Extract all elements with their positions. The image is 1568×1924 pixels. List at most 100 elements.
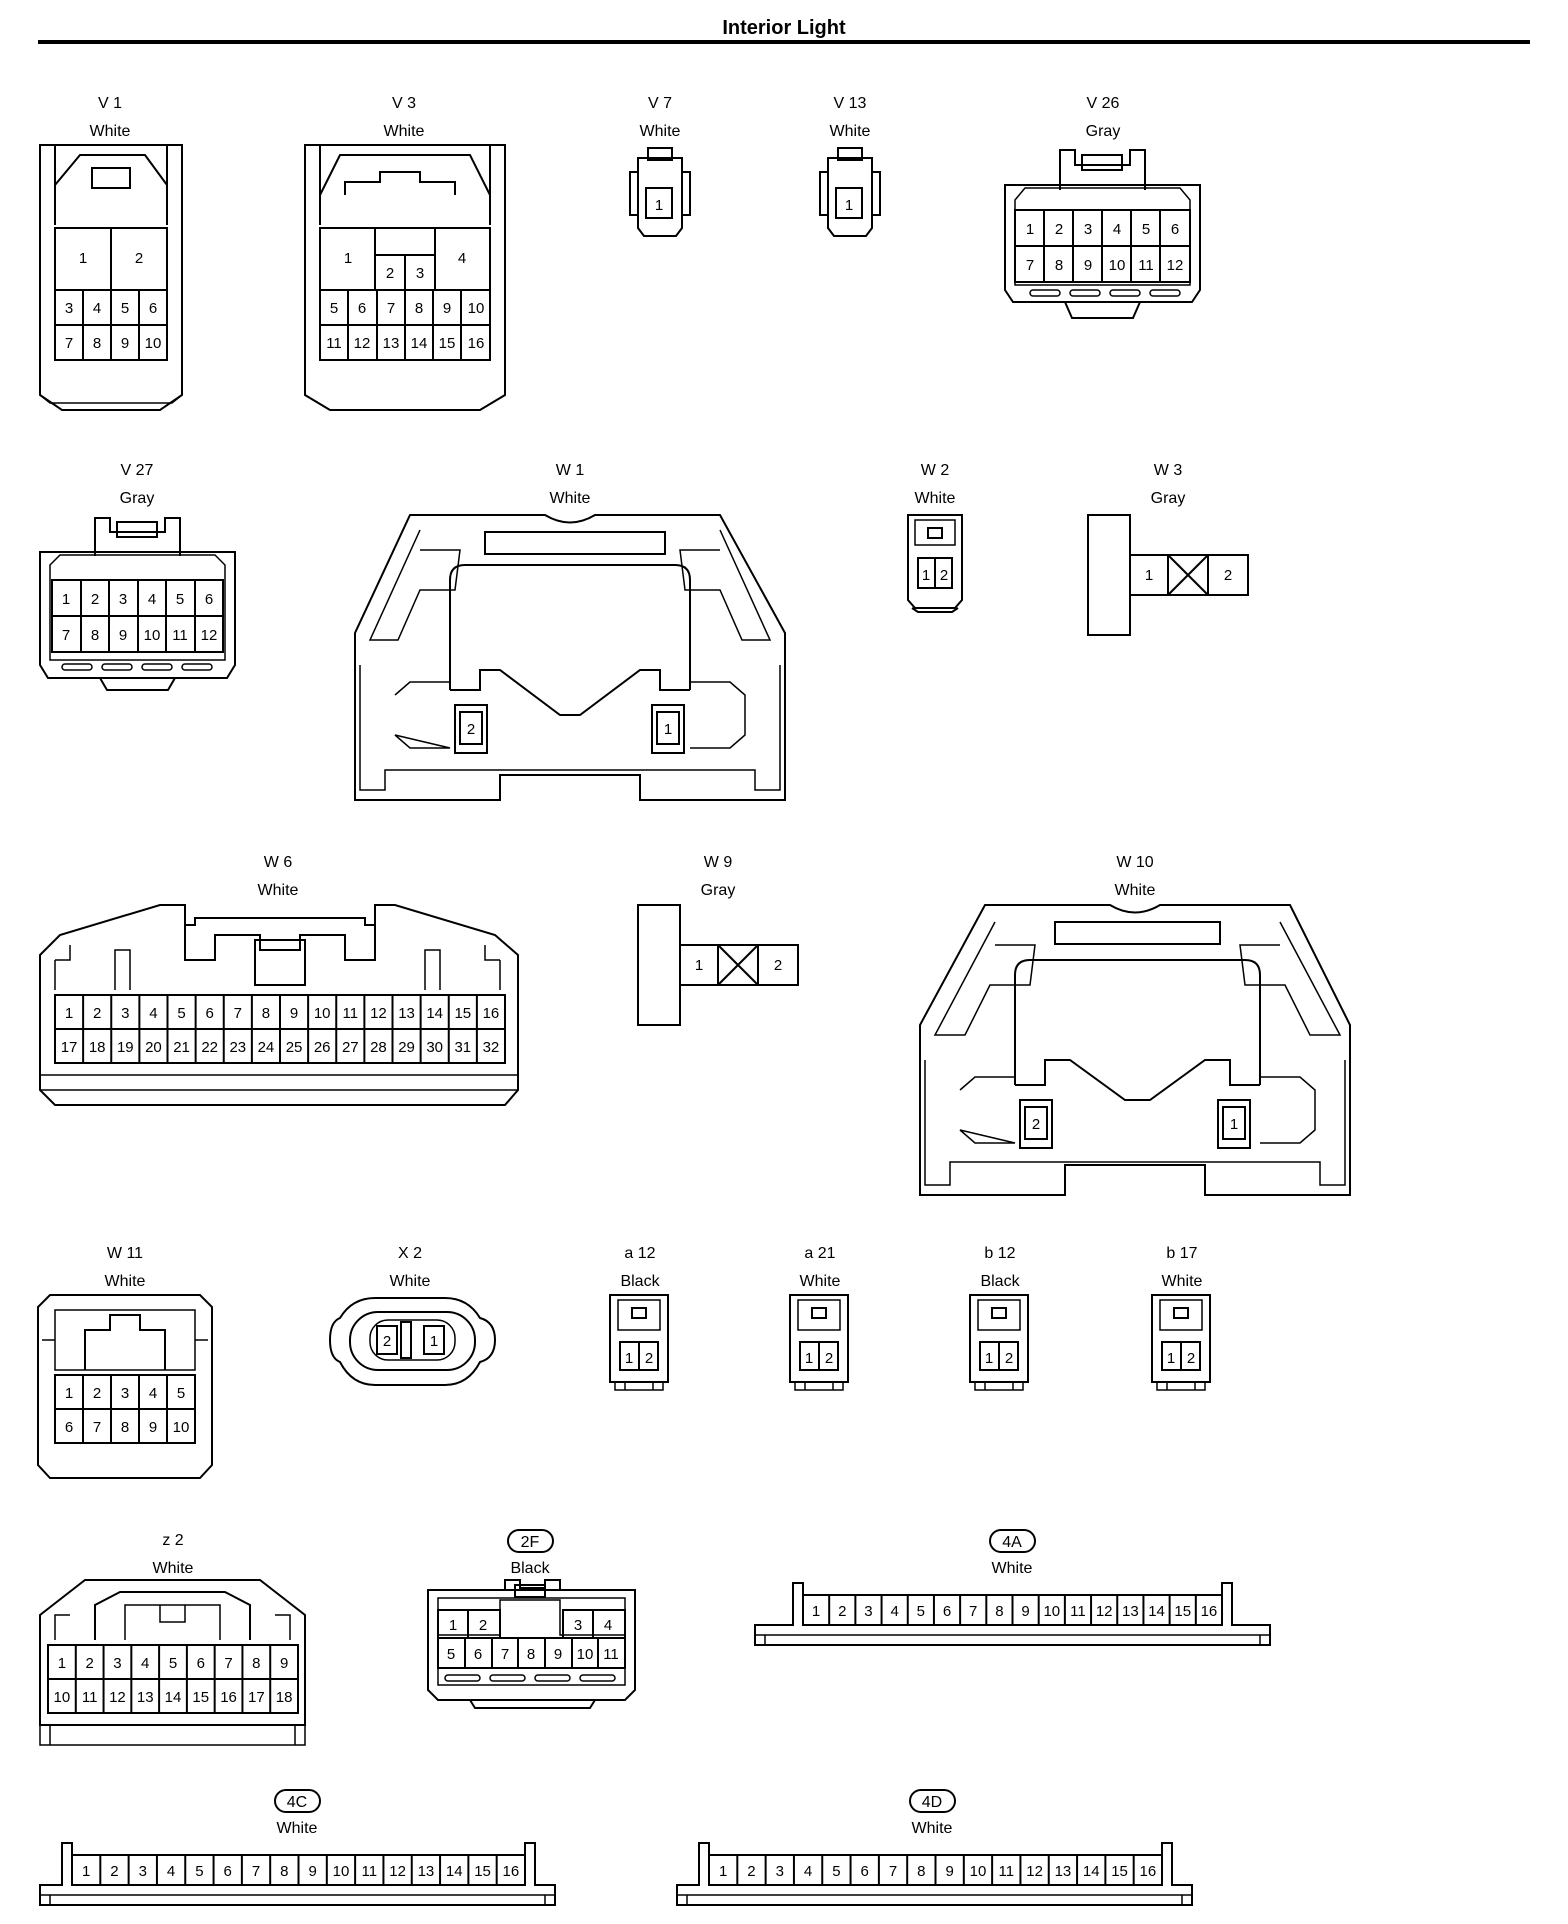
svg-text:2: 2 xyxy=(383,1333,391,1350)
pin-number: 10 xyxy=(1043,1603,1060,1620)
pin-number: 1 xyxy=(58,1655,66,1672)
connector-v1-color: White xyxy=(90,123,131,140)
svg-text:1: 1 xyxy=(1167,1350,1175,1367)
pin-number: 4 xyxy=(141,1655,149,1672)
connector-w9-id: W 9 xyxy=(704,854,733,871)
pin-number: 17 xyxy=(61,1039,78,1056)
pin-number: 16 xyxy=(503,1863,520,1880)
connector-b17-id: b 17 xyxy=(1166,1245,1197,1262)
svg-text:14: 14 xyxy=(411,335,428,352)
pin-number: 29 xyxy=(398,1039,415,1056)
connector-x2-id: X 2 xyxy=(398,1245,422,1262)
svg-text:1: 1 xyxy=(845,197,853,214)
connector-w3-color: Gray xyxy=(1151,490,1186,507)
svg-text:9: 9 xyxy=(443,300,451,317)
pin-number: 2 xyxy=(110,1863,118,1880)
pin-number: 4 xyxy=(804,1863,812,1880)
svg-text:5: 5 xyxy=(121,300,129,317)
pin-number: 18 xyxy=(276,1689,293,1706)
connector-4a-color: White xyxy=(992,1560,1033,1577)
svg-text:4: 4 xyxy=(93,300,101,317)
connector-v13-id: V 13 xyxy=(834,95,867,112)
svg-text:5: 5 xyxy=(176,591,184,608)
svg-text:1: 1 xyxy=(1230,1116,1238,1133)
svg-text:15: 15 xyxy=(439,335,456,352)
pin-number: 6 xyxy=(197,1655,205,1672)
pin-number: 12 xyxy=(1026,1863,1043,1880)
svg-text:7: 7 xyxy=(501,1646,509,1663)
connector-v13: V 13 White 1 xyxy=(819,95,881,237)
svg-text:3: 3 xyxy=(65,300,73,317)
pin-number: 1 xyxy=(719,1863,727,1880)
svg-text:1: 1 xyxy=(664,721,672,738)
pin-number: 12 xyxy=(109,1689,126,1706)
pin-number: 6 xyxy=(861,1863,869,1880)
pin-number: 9 xyxy=(1021,1603,1029,1620)
pin-number: 11 xyxy=(361,1863,377,1880)
connector-v27-id: V 27 xyxy=(121,462,154,479)
pin-number: 17 xyxy=(248,1689,265,1706)
pin-number: 4 xyxy=(890,1603,898,1620)
connector-4c-badge xyxy=(274,1789,321,1813)
pin-number: 14 xyxy=(426,1005,443,1022)
connector-v3-id: V 3 xyxy=(392,95,416,112)
connector-v3-color: White xyxy=(384,123,425,140)
connector-w10-id: W 10 xyxy=(1116,854,1153,871)
pin-number: 28 xyxy=(370,1039,387,1056)
pin-number: 10 xyxy=(333,1863,350,1880)
svg-text:1: 1 xyxy=(1145,567,1153,584)
connector-4c-color: White xyxy=(277,1820,318,1837)
svg-text:2: 2 xyxy=(467,721,475,738)
svg-text:6: 6 xyxy=(205,591,213,608)
svg-text:4: 4 xyxy=(604,1617,612,1634)
connector-w6-id: W 6 xyxy=(264,854,293,871)
connector-w9-color: Gray xyxy=(701,882,736,899)
connector-w10: W 10 White 2 1 xyxy=(919,854,1351,1196)
svg-text:5: 5 xyxy=(177,1385,185,1402)
pin-number: 19 xyxy=(117,1039,134,1056)
svg-text:11: 11 xyxy=(172,627,188,644)
svg-text:2: 2 xyxy=(645,1350,653,1367)
svg-text:7: 7 xyxy=(62,627,70,644)
connector-4c-id: 4C xyxy=(287,1794,307,1811)
pin-number: 32 xyxy=(483,1039,500,1056)
pin-number: 3 xyxy=(864,1603,872,1620)
pin-number: 7 xyxy=(234,1005,242,1022)
svg-text:2: 2 xyxy=(1055,221,1063,238)
pin-number: 25 xyxy=(286,1039,303,1056)
pin-number: 11 xyxy=(343,1005,359,1022)
pin-number: 16 xyxy=(220,1689,237,1706)
svg-text:1: 1 xyxy=(344,250,352,267)
connector-v7-id: V 7 xyxy=(648,95,672,112)
connector-w3-id: W 3 xyxy=(1154,462,1183,479)
connector-4d-color: White xyxy=(912,1820,953,1837)
pin-number: 6 xyxy=(224,1863,232,1880)
svg-text:7: 7 xyxy=(1026,257,1034,274)
connector-z2-id: z 2 xyxy=(162,1532,183,1549)
pin-number: 2 xyxy=(93,1005,101,1022)
pin-number: 5 xyxy=(177,1005,185,1022)
svg-text:6: 6 xyxy=(474,1646,482,1663)
svg-text:13: 13 xyxy=(383,335,400,352)
svg-text:4: 4 xyxy=(458,250,466,267)
svg-text:11: 11 xyxy=(603,1646,619,1663)
svg-text:1: 1 xyxy=(79,250,87,267)
pin-number: 15 xyxy=(474,1863,491,1880)
svg-text:2: 2 xyxy=(825,1350,833,1367)
svg-text:10: 10 xyxy=(144,627,161,644)
svg-text:2: 2 xyxy=(386,265,394,282)
connector-v7-color: White xyxy=(640,123,681,140)
svg-text:1: 1 xyxy=(65,1385,73,1402)
pin-number: 1 xyxy=(65,1005,73,1022)
pin-number: 5 xyxy=(169,1655,177,1672)
connector-v7: V 7 White 1 xyxy=(629,95,691,237)
